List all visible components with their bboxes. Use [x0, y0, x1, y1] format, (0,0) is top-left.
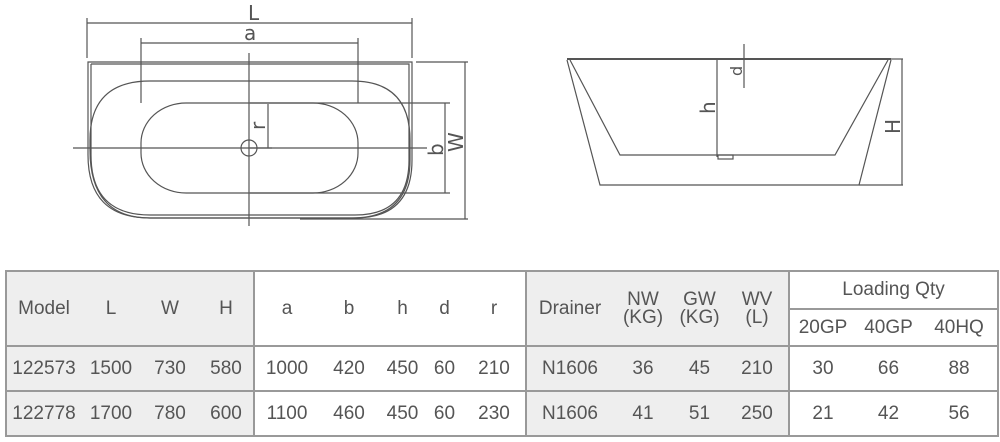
label-r: r: [246, 121, 270, 130]
header-loading-qty: Loading Qty: [787, 270, 1000, 310]
tub-side-outer: [566, 59, 892, 186]
header-L: L: [81, 270, 141, 347]
table-row: 122573 1500 730 580 1000 420 450 60 210 …: [5, 345, 1000, 392]
cell-20gp: 30: [788, 345, 856, 392]
cell-L: 1700: [81, 390, 141, 437]
cell-nw: 36: [613, 345, 673, 392]
cell-a: 1100: [253, 390, 319, 437]
header-r: r: [463, 270, 526, 347]
cell-gw: 45: [673, 345, 726, 392]
cell-L: 1500: [81, 345, 141, 392]
cell-W: 730: [141, 345, 199, 392]
table-header-row: Model L W H a b h d r Drainer NW(KG) GW(…: [5, 270, 1000, 347]
header-W: W: [141, 270, 199, 347]
label-a: a: [244, 21, 256, 45]
label-W: W: [444, 132, 468, 152]
header-drainer: Drainer: [525, 270, 613, 347]
cell-H: 600: [199, 390, 254, 437]
header-20gp: 20GP: [788, 308, 856, 347]
cell-h: 450: [379, 390, 426, 437]
top-view: [73, 18, 468, 226]
label-h: h: [696, 101, 720, 114]
header-gw: GW(KG): [673, 270, 726, 347]
cell-d: 60: [426, 390, 463, 437]
cell-b: 460: [319, 390, 379, 437]
cell-drainer: N1606: [525, 390, 613, 437]
cell-d: 60: [426, 345, 463, 392]
cell-drainer: N1606: [525, 345, 613, 392]
cell-W: 780: [141, 390, 199, 437]
label-b: b: [424, 143, 448, 156]
spec-table: Model L W H a b h d r Drainer NW(KG) GW(…: [5, 270, 1000, 437]
cell-model: 122573: [5, 345, 81, 392]
header-wv: WV(L): [726, 270, 789, 347]
cell-model: 122778: [5, 390, 81, 437]
cell-40gp: 66: [856, 345, 921, 392]
header-model: Model: [5, 270, 81, 347]
header-a: a: [253, 270, 319, 347]
technical-drawing: L a r b W h d H: [73, 1, 905, 226]
cell-wv: 210: [726, 345, 789, 392]
label-d: d: [727, 66, 746, 76]
cell-r: 230: [463, 390, 526, 437]
header-d: d: [426, 270, 463, 347]
table-row: 122778 1700 780 600 1100 460 450 60 230 …: [5, 390, 1000, 437]
header-H: H: [199, 270, 254, 347]
header-40hq: 40HQ: [921, 308, 1000, 347]
cell-gw: 51: [673, 390, 726, 437]
header-b: b: [319, 270, 379, 347]
cell-r: 210: [463, 345, 526, 392]
cell-a: 1000: [253, 345, 319, 392]
header-h: h: [379, 270, 426, 347]
cell-40hq: 56: [921, 390, 1000, 437]
cell-nw: 41: [613, 390, 673, 437]
cell-20gp: 21: [788, 390, 856, 437]
cell-H: 580: [199, 345, 254, 392]
cell-b: 420: [319, 345, 379, 392]
table-subheader-row: 20GP 40GP 40HQ: [6, 308, 1000, 347]
cell-wv: 250: [726, 390, 789, 437]
tub-rim: [89, 80, 411, 219]
cell-40gp: 42: [856, 390, 921, 437]
label-H: H: [881, 119, 905, 134]
header-40gp: 40GP: [856, 308, 921, 347]
cell-h: 450: [379, 345, 426, 392]
cell-40hq: 88: [921, 345, 1000, 392]
label-L: L: [248, 1, 260, 25]
side-view: [566, 44, 903, 186]
header-nw: NW(KG): [613, 270, 673, 347]
